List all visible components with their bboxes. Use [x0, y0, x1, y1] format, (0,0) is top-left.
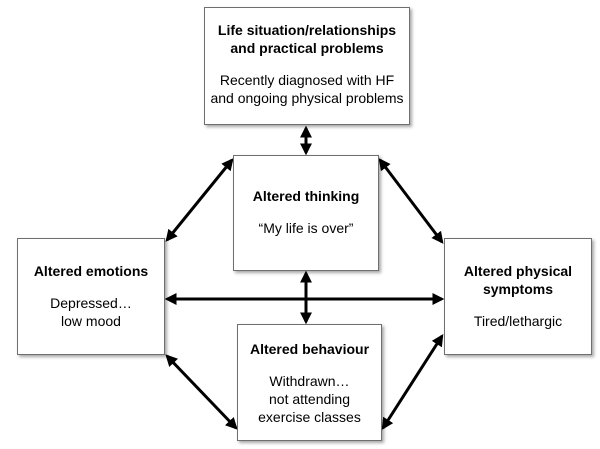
- life-situation-text-line2: and ongoing physical problems: [210, 90, 404, 106]
- altered-emotions-title: Altered emotions: [33, 263, 149, 279]
- altered-emotions-box: Altered emotions Depressed… low mood: [17, 238, 165, 355]
- altered-physical-text: Tired/lethargic: [473, 313, 563, 329]
- altered-thinking-box: Altered thinking “My life is over”: [233, 155, 379, 271]
- arrow-emotions-behaviour: [165, 354, 238, 430]
- altered-thinking-text: “My life is over”: [258, 220, 354, 236]
- altered-behaviour-title: Altered behaviour: [249, 341, 370, 357]
- altered-behaviour-box: Altered behaviour Withdrawn… not attendi…: [237, 324, 382, 441]
- altered-behaviour-text-line3: exercise classes: [258, 409, 361, 425]
- altered-behaviour-text-line1: Withdrawn…: [269, 373, 350, 389]
- arrow-thinking-emotions: [165, 158, 234, 242]
- life-situation-box: Life situation/relationships and practic…: [204, 7, 410, 125]
- altered-physical-box: Altered physical symptoms Tired/lethargi…: [444, 238, 592, 355]
- life-situation-text-line1: Recently diagnosed with HF: [219, 72, 395, 88]
- altered-physical-title-line2: symptoms: [482, 281, 554, 297]
- life-situation-title-line1: Life situation/relationships: [217, 22, 397, 38]
- altered-emotions-text-line1: Depressed…: [50, 295, 132, 311]
- altered-emotions-text-line2: low mood: [61, 313, 121, 329]
- life-situation-title-line2: and practical problems: [230, 40, 384, 56]
- altered-physical-title-line1: Altered physical: [463, 263, 573, 279]
- arrow-physical-behaviour: [381, 333, 444, 431]
- arrow-thinking-physical: [378, 158, 444, 244]
- altered-behaviour-text-line2: not attending: [269, 391, 350, 407]
- altered-thinking-title: Altered thinking: [252, 188, 360, 204]
